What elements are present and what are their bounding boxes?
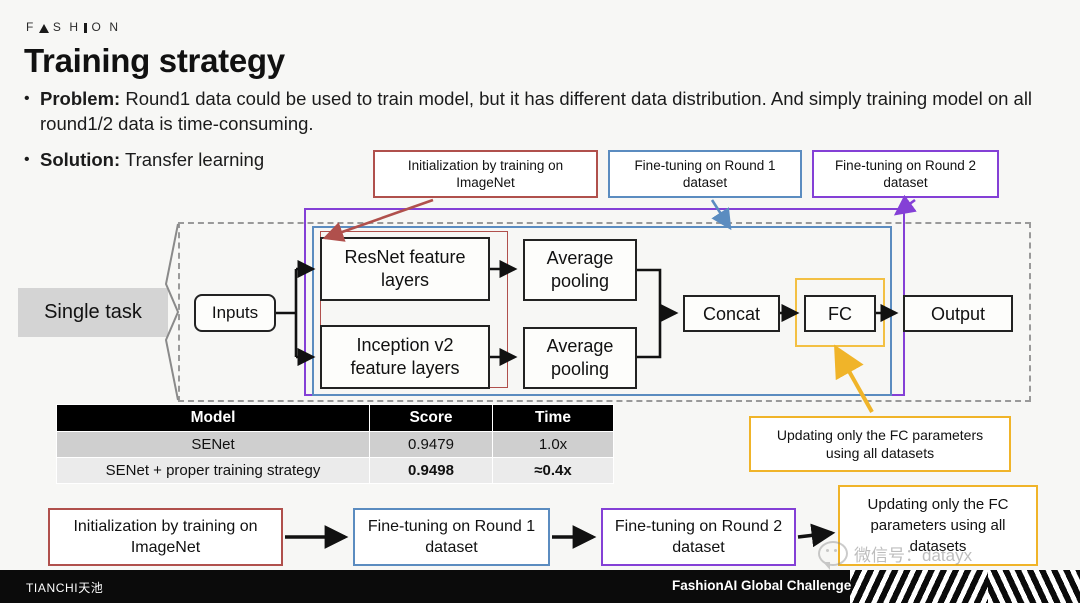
bullet-dot-icon-2: •: [24, 151, 30, 168]
bullet-problem: • Problem: Round1 data could be used to …: [24, 86, 1070, 136]
col-score: Score: [369, 404, 493, 432]
col-time: Time: [492, 404, 614, 432]
table-row: SENet 0.9479 1.0x: [56, 431, 614, 458]
logo-letter-s: S: [52, 20, 66, 34]
logo-letter-n: N: [109, 20, 123, 34]
callout-fc-all-datasets: Updating only the FC parameters using al…: [749, 416, 1011, 472]
footer-bar: TIANCHI天池 FashionAI Global Challenge: [0, 570, 1080, 603]
logo-letter-h: H: [69, 20, 83, 34]
cell-score: 0.9479: [369, 431, 493, 458]
node-output: Output: [903, 295, 1013, 332]
page-title: Training strategy: [24, 42, 285, 79]
cell-model: SENet: [56, 431, 370, 458]
label-single-task: Single task: [18, 288, 168, 337]
wechat-icon: [818, 540, 848, 570]
logo-letter-f: F: [26, 20, 38, 34]
bullet-dot-icon: •: [24, 90, 30, 107]
footer-tianchi-logo: TIANCHI天池: [26, 581, 104, 595]
bullet-list: • Problem: Round1 data could be used to …: [24, 86, 1070, 172]
node-inception: Inception v2 feature layers: [320, 325, 490, 389]
watermark: 微信号：datayx: [818, 536, 1068, 570]
flow-init-imagenet: Initialization by training on ImageNet: [48, 508, 283, 566]
table-row: SENet + proper training strategy 0.9498 …: [56, 457, 614, 484]
flow-finetune-round1: Fine-tuning on Round 1 dataset: [353, 508, 550, 566]
node-concat: Concat: [683, 295, 780, 332]
cell-model: SENet + proper training strategy: [56, 457, 370, 484]
col-model: Model: [56, 404, 370, 432]
triangle-icon: [38, 23, 49, 33]
node-average-pooling-2: Average pooling: [523, 327, 637, 389]
flow-finetune-round2: Fine-tuning on Round 2 dataset: [601, 508, 796, 566]
footer-event-title: FashionAI Global Challenge: [672, 578, 852, 593]
node-inputs: Inputs: [194, 294, 276, 332]
bullet-text-solution: Transfer learning: [120, 149, 265, 170]
cell-time: ≈0.4x: [492, 457, 614, 484]
bullet-label-problem: Problem:: [40, 88, 121, 109]
callout-fc-all-datasets-2: Updating only the FC parameters using al…: [838, 485, 1038, 566]
table-header-row: Model Score Time: [56, 404, 614, 432]
results-table: Model Score Time SENet 0.9479 1.0x SENet…: [56, 404, 614, 484]
bullet-solution: • Solution: Transfer learning: [24, 147, 1070, 172]
watermark-text: 微信号：datayx: [854, 545, 973, 565]
bar-icon: [83, 23, 87, 33]
bullet-text-problem: Round1 data could be used to train model…: [40, 88, 1033, 134]
fashion-logo: F S H O N: [26, 20, 123, 34]
cell-score: 0.9498: [369, 457, 493, 484]
cell-time: 1.0x: [492, 431, 614, 458]
callout-init-imagenet: Initialization by training on ImageNet: [373, 150, 598, 198]
node-fc: FC: [804, 295, 876, 332]
logo-letter-o: O: [91, 20, 106, 34]
stripe-pattern-icon-2: [988, 570, 1080, 603]
node-average-pooling-1: Average pooling: [523, 239, 637, 301]
callout-finetune-round2: Fine-tuning on Round 2 dataset: [812, 150, 999, 198]
node-resnet: ResNet feature layers: [320, 237, 490, 301]
callout-finetune-round1: Fine-tuning on Round 1 dataset: [608, 150, 802, 198]
bullet-label-solution: Solution:: [40, 149, 121, 170]
